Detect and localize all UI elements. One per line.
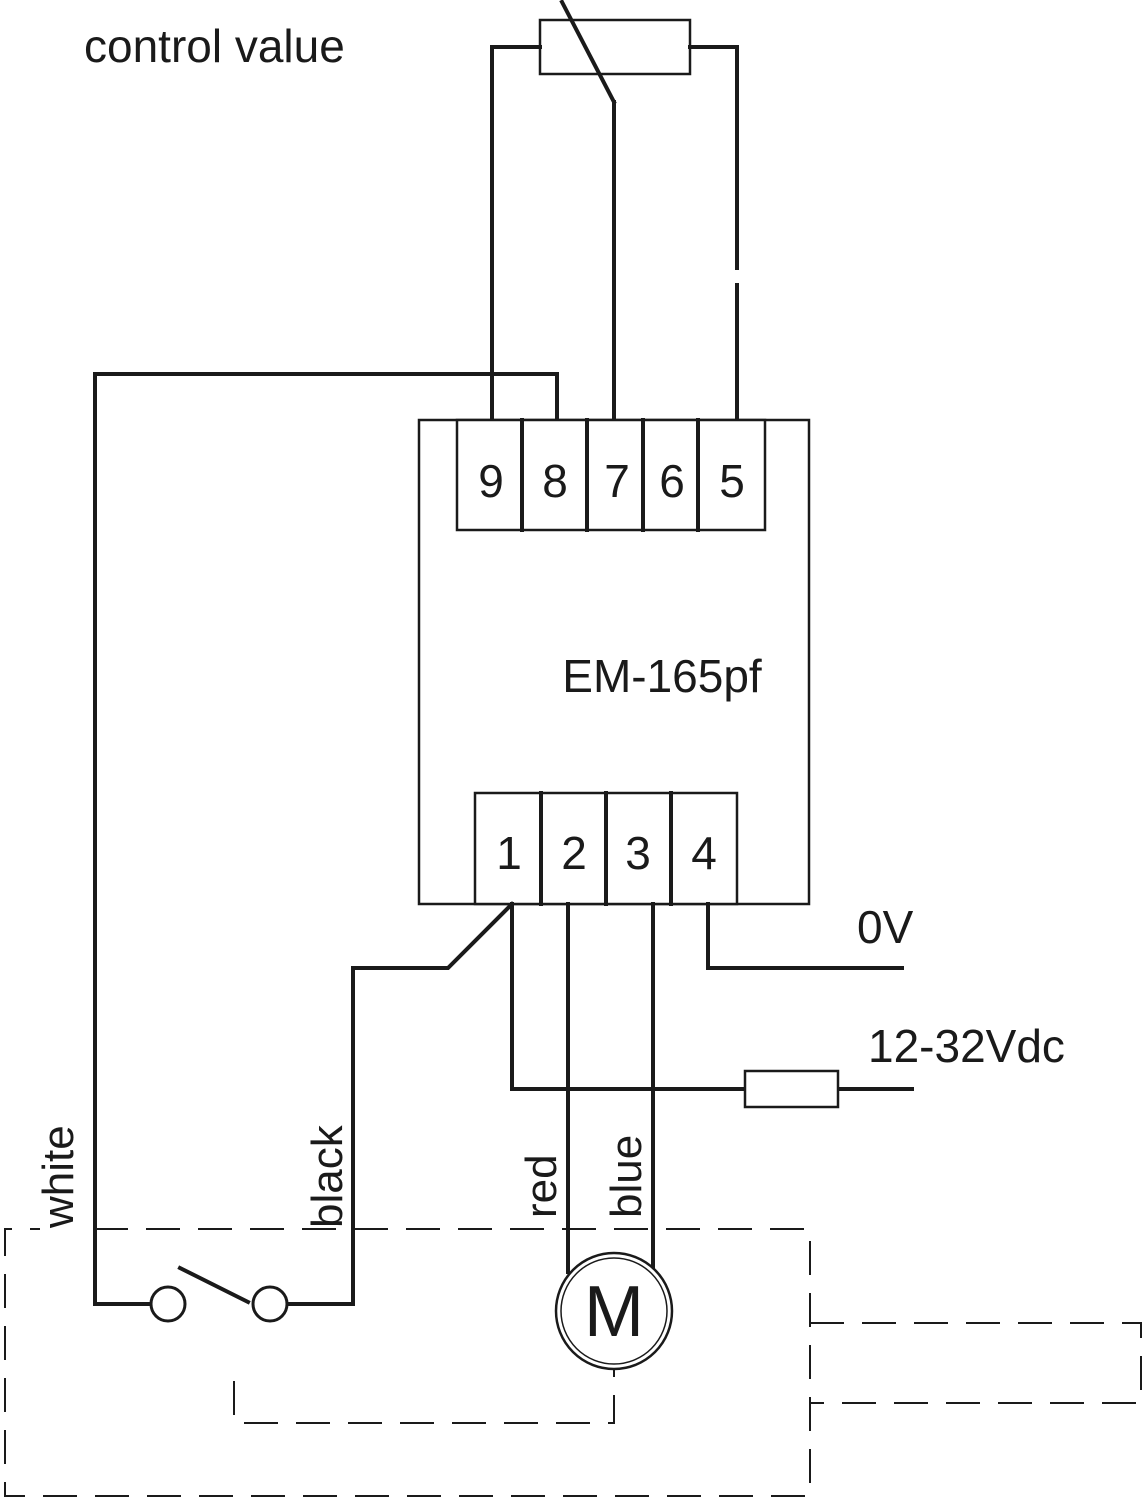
terminal-3-label: 3 [625,827,651,879]
black-wire-label: black [303,1124,352,1228]
dc-supply-label: 12-32Vdc [868,1020,1065,1072]
zero-volt-line: 0V [706,901,914,970]
terminal-8-label: 8 [542,455,568,507]
potentiometer [538,0,692,105]
top-terminal-block: 9 8 7 6 5 [455,418,767,532]
motor-wires [566,902,655,1274]
bottom-terminal-block: 1 2 3 4 [473,791,739,906]
motor-label: M [584,1272,644,1352]
terminal-6-label: 6 [659,455,685,507]
dc-supply-line: 12-32Vdc [510,902,1065,1109]
terminal-5-label: 5 [719,455,745,507]
terminal-7-label: 7 [604,455,630,507]
white-wire-label: white [34,1125,83,1229]
control-value-label: control value [84,20,345,72]
terminal-1-label: 1 [496,827,522,879]
controller-em165pf: 9 8 7 6 5 EM-165pf 1 2 3 4 [417,418,811,906]
terminal-2-label: 2 [561,827,587,879]
pot-wires [490,45,739,422]
red-wire-label: red [517,1154,566,1218]
blue-wire-label: blue [602,1135,651,1218]
device-label: EM-165pf [562,650,762,702]
fuse [743,1069,840,1109]
motor: M [554,1251,674,1371]
dashed-enclosure [4,1228,1142,1497]
terminal-4-label: 4 [691,827,717,879]
black-wire [287,901,515,1306]
zero-volt-label: 0V [857,901,914,953]
limit-switch [149,1265,289,1323]
white-wire [93,372,559,1306]
terminal-9-label: 9 [478,455,504,507]
